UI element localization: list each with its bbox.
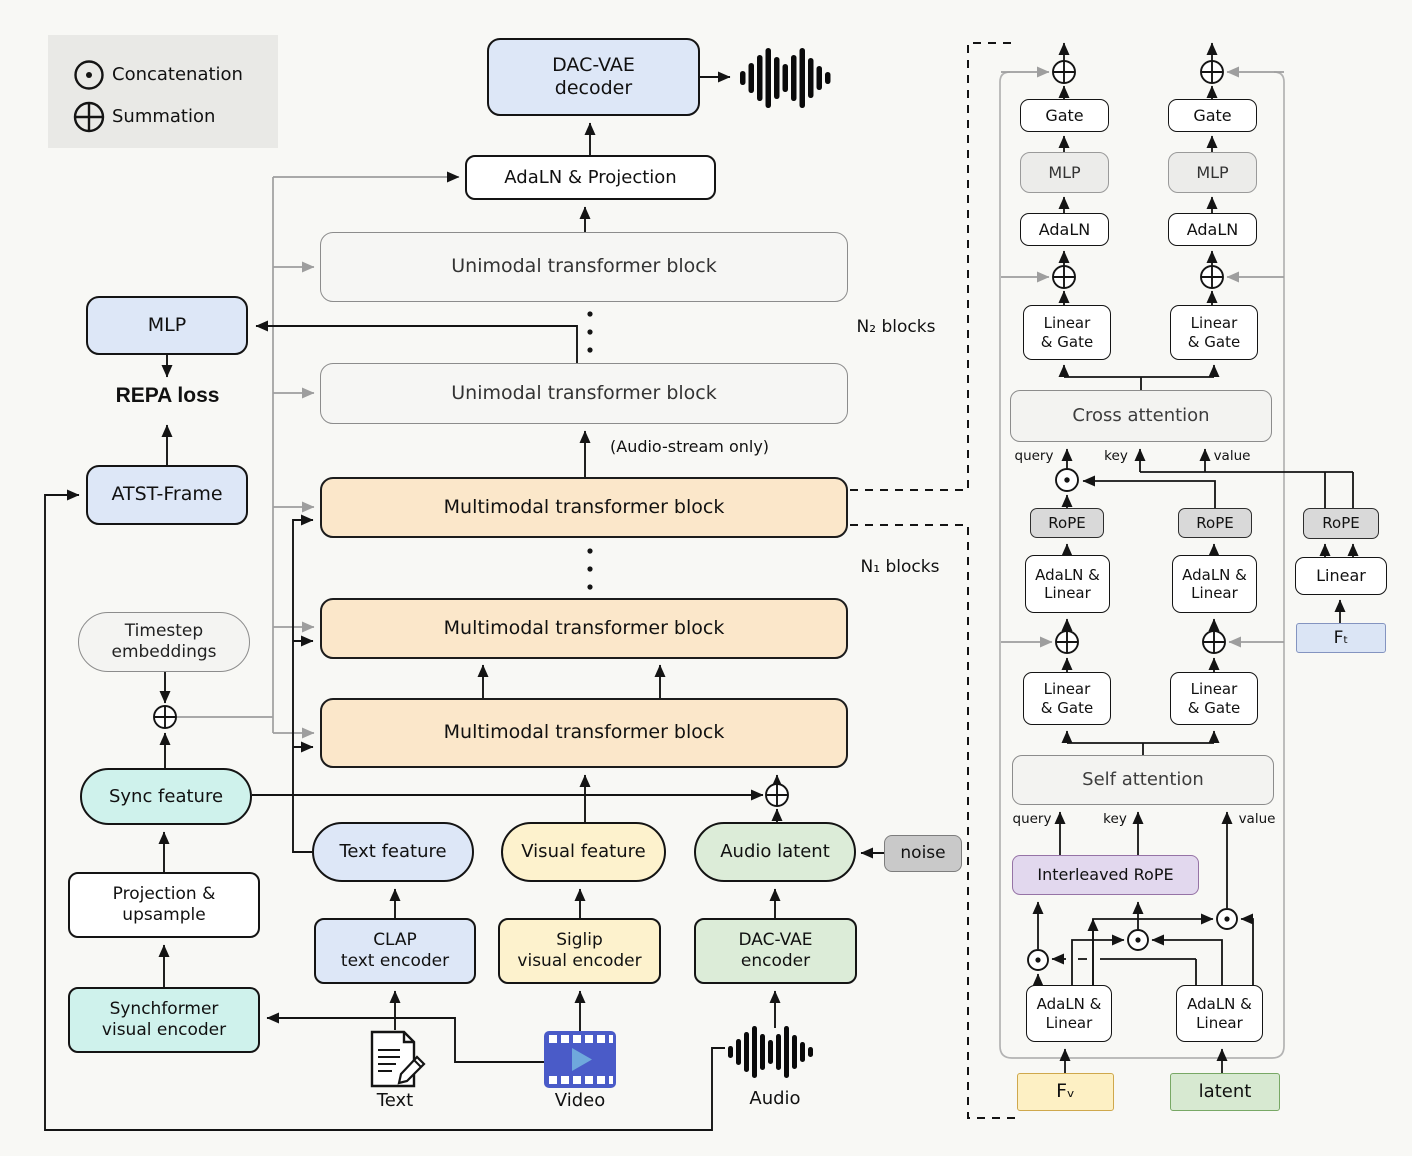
panel-wires <box>1032 42 1359 1073</box>
adaln-block-left: AdaLN <box>1020 213 1109 246</box>
mlp-block-left: MLP <box>1020 152 1109 193</box>
linear-gate-block-upper-left: Linear & Gate <box>1023 305 1111 360</box>
audio-waveform-icon <box>740 48 831 108</box>
self-value-label: value <box>1238 811 1276 827</box>
ft-input-block: Fₜ <box>1296 623 1386 653</box>
audio-waveform-icon <box>728 1026 813 1078</box>
text-document-icon <box>370 1030 426 1088</box>
timestep-embeddings-block: Timestep embeddings <box>78 612 250 672</box>
adaln-projection-block: AdaLN & Projection <box>465 155 716 200</box>
sync-feature-block: Sync feature <box>80 768 252 825</box>
latent-input-block: latent <box>1170 1073 1280 1111</box>
multimodal-transformer-block-3: Multimodal transformer block <box>320 477 848 538</box>
summation-node <box>153 60 1226 807</box>
ellipsis-dots <box>587 311 593 590</box>
self-key-label: key <box>1103 811 1127 827</box>
cross-query-label: query <box>1014 448 1054 464</box>
legend-concatenation-label: Concatenation <box>112 64 243 85</box>
n2-blocks-annotation: N₂ blocks <box>856 317 936 337</box>
linear-gate-block-upper-right: Linear & Gate <box>1170 305 1258 360</box>
self-attention-block: Self attention <box>1012 755 1274 805</box>
dac-vae-encoder-block: DAC-VAE encoder <box>694 918 857 984</box>
panel-residual-rails <box>999 71 1285 1059</box>
cross-attention-block: Cross attention <box>1010 390 1272 442</box>
linear-gate-block-lower-right: Linear & Gate <box>1170 672 1258 725</box>
multimodal-transformer-block-2: Multimodal transformer block <box>320 598 848 659</box>
projection-upsample-block: Projection & upsample <box>68 872 260 938</box>
dac-vae-decoder-block: DAC-VAE decoder <box>487 38 700 116</box>
unimodal-transformer-block-1: Unimodal transformer block <box>320 363 848 424</box>
n1-blocks-annotation: N₁ blocks <box>860 557 940 577</box>
adaln-block-right: AdaLN <box>1168 213 1257 246</box>
video-input-label: Video <box>554 1090 606 1111</box>
unimodal-transformer-block-2: Unimodal transformer block <box>320 232 848 302</box>
adaln-linear-block-bottom-right: AdaLN & Linear <box>1176 985 1263 1042</box>
multimodal-transformer-block-1: Multimodal transformer block <box>320 698 848 768</box>
audio-input-label: Audio <box>749 1088 801 1109</box>
linear-block-ft: Linear <box>1295 557 1387 595</box>
rope-block-ft: RoPE <box>1303 508 1379 539</box>
adaln-linear-block-mid-left: AdaLN & Linear <box>1025 555 1110 613</box>
mlp-repa-block: MLP <box>86 296 248 355</box>
rope-block-right: RoPE <box>1178 508 1252 538</box>
atst-frame-block: ATST-Frame <box>86 465 248 525</box>
video-icon <box>544 1031 616 1088</box>
concatenation-node <box>1027 468 1238 971</box>
interleaved-rope-block: Interleaved RoPE <box>1012 855 1199 895</box>
audio-stream-only-annotation: (Audio-stream only) <box>610 437 770 456</box>
panel-residual-arrows <box>1001 66 1284 648</box>
main-wires <box>44 71 884 1131</box>
concatenation-icon <box>74 60 104 90</box>
gate-block-left: Gate <box>1020 99 1109 132</box>
linear-gate-block-lower-left: Linear & Gate <box>1023 672 1111 725</box>
gate-block-right: Gate <box>1168 99 1257 132</box>
text-feature-block: Text feature <box>312 822 474 882</box>
noise-block: noise <box>884 835 962 872</box>
adaln-linear-block-mid-right: AdaLN & Linear <box>1172 555 1257 613</box>
dashed-expansion-lines <box>850 42 1020 1119</box>
text-input-label: Text <box>376 1090 414 1111</box>
audio-latent-block: Audio latent <box>694 822 856 882</box>
clap-text-encoder-block: CLAP text encoder <box>314 918 476 984</box>
self-query-label: query <box>1012 811 1052 827</box>
cross-value-label: value <box>1213 448 1251 464</box>
rope-block-left: RoPE <box>1030 508 1104 538</box>
mlp-block-right: MLP <box>1168 152 1257 193</box>
visual-feature-block: Visual feature <box>501 822 666 882</box>
cross-key-label: key <box>1104 448 1128 464</box>
repa-loss-label: REPA loss <box>115 384 220 407</box>
siglip-visual-encoder-block: Siglip visual encoder <box>498 918 661 984</box>
legend-summation-label: Summation <box>112 106 216 127</box>
adaln-linear-block-bottom-left: AdaLN & Linear <box>1026 985 1112 1042</box>
synchformer-visual-encoder-block: Synchformer visual encoder <box>68 987 260 1053</box>
fv-input-block: Fᵥ <box>1017 1073 1114 1111</box>
conditioning-rail <box>176 171 460 739</box>
summation-icon <box>73 101 105 133</box>
